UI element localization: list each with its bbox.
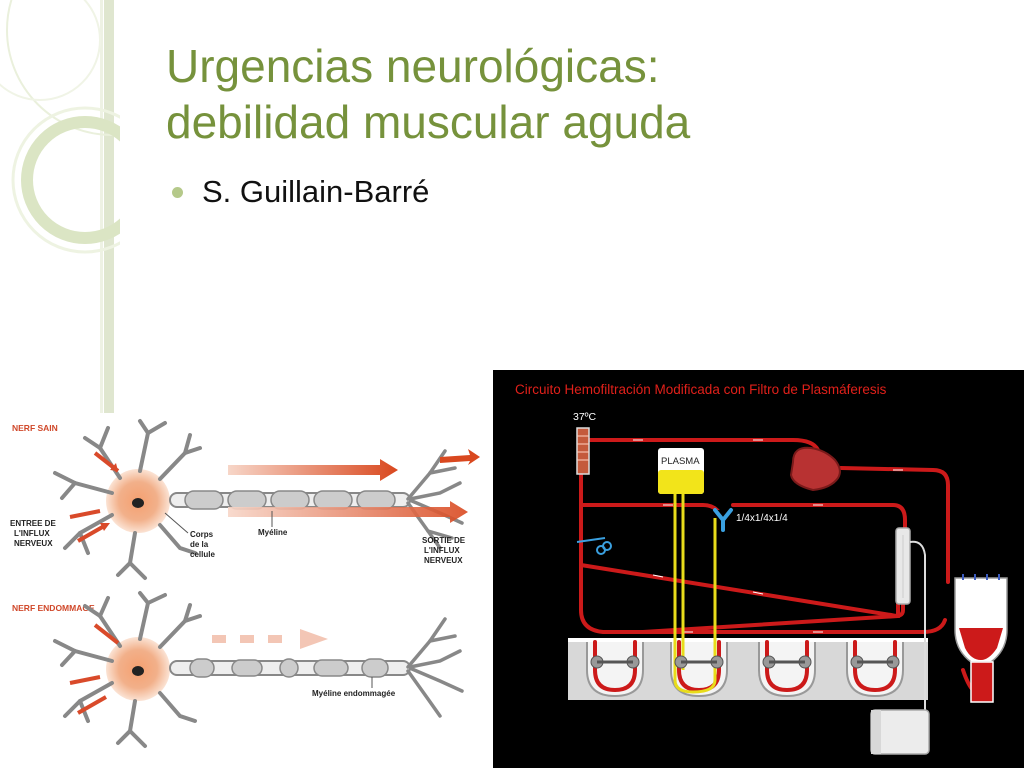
plasma-filter — [895, 527, 926, 720]
title-line-1: Urgencias neurológicas: — [166, 40, 660, 92]
title-line-2: debilidad muscular aguda — [166, 96, 691, 148]
healthy-axon — [169, 449, 464, 550]
oxygenator — [954, 574, 1008, 703]
slide-decoration — [0, 0, 120, 768]
monitor-box — [870, 709, 930, 755]
damaged-myelin-label: Myéline endommagée — [312, 689, 396, 698]
healthy-neuron — [53, 419, 202, 580]
bullet-list: S. Guillain-Barré — [172, 172, 429, 212]
cell-body-label-line-2: de la — [190, 540, 209, 549]
healthy-flow-arrows — [69, 449, 480, 543]
input-label-line-2: L'INFLUX — [14, 529, 50, 538]
input-label-line-1: ENTREE DE — [10, 519, 56, 528]
nerve-figure: NERF SAIN — [0, 413, 493, 768]
healthy-labels: ENTREE DE L'INFLUX NERVEUX Corps de la c… — [10, 519, 466, 565]
myelin-label: Myéline — [258, 528, 288, 537]
damaged-axon — [169, 617, 464, 718]
output-label-line-1: SORTIE DE — [422, 536, 466, 545]
circuit-title: Circuito Hemofiltración Modificada con F… — [515, 382, 887, 397]
slide-title: Urgencias neurológicas: debilidad muscul… — [166, 38, 986, 150]
warmer-column — [576, 427, 590, 475]
bullet-text: S. Guillain-Barré — [202, 174, 430, 209]
ratio-label: 1/4x1/4x1/4 — [736, 513, 788, 524]
plasma-label: PLASMA — [661, 456, 700, 467]
plasma-bag: PLASMA — [658, 448, 704, 494]
damaged-neuron — [53, 591, 202, 748]
clamp-icon — [576, 537, 612, 555]
reservoir — [789, 446, 841, 492]
connector-y-icon — [713, 508, 733, 532]
output-label-line-2: L'INFLUX — [424, 546, 460, 555]
cell-body-label-line-1: Corps — [190, 530, 214, 539]
bullet-item: S. Guillain-Barré — [172, 172, 429, 212]
cell-body-label-line-3: cellule — [190, 550, 215, 559]
damaged-flow-arrows — [69, 623, 328, 715]
bullet-dot-icon — [172, 187, 183, 198]
circuit-figure: Circuito Hemofiltración Modificada con F… — [493, 370, 1024, 768]
input-label-line-3: NERVEUX — [14, 539, 53, 548]
healthy-nerve-label: NERF SAIN — [12, 423, 58, 433]
blood-tubing — [579, 438, 975, 693]
plasma-lines — [673, 494, 717, 694]
output-label-line-3: NERVEUX — [424, 556, 463, 565]
flow-direction-marks — [633, 439, 903, 633]
temperature-label: 37ºC — [573, 411, 597, 423]
damaged-nerve-label: NERF ENDOMMAGE — [12, 603, 95, 613]
